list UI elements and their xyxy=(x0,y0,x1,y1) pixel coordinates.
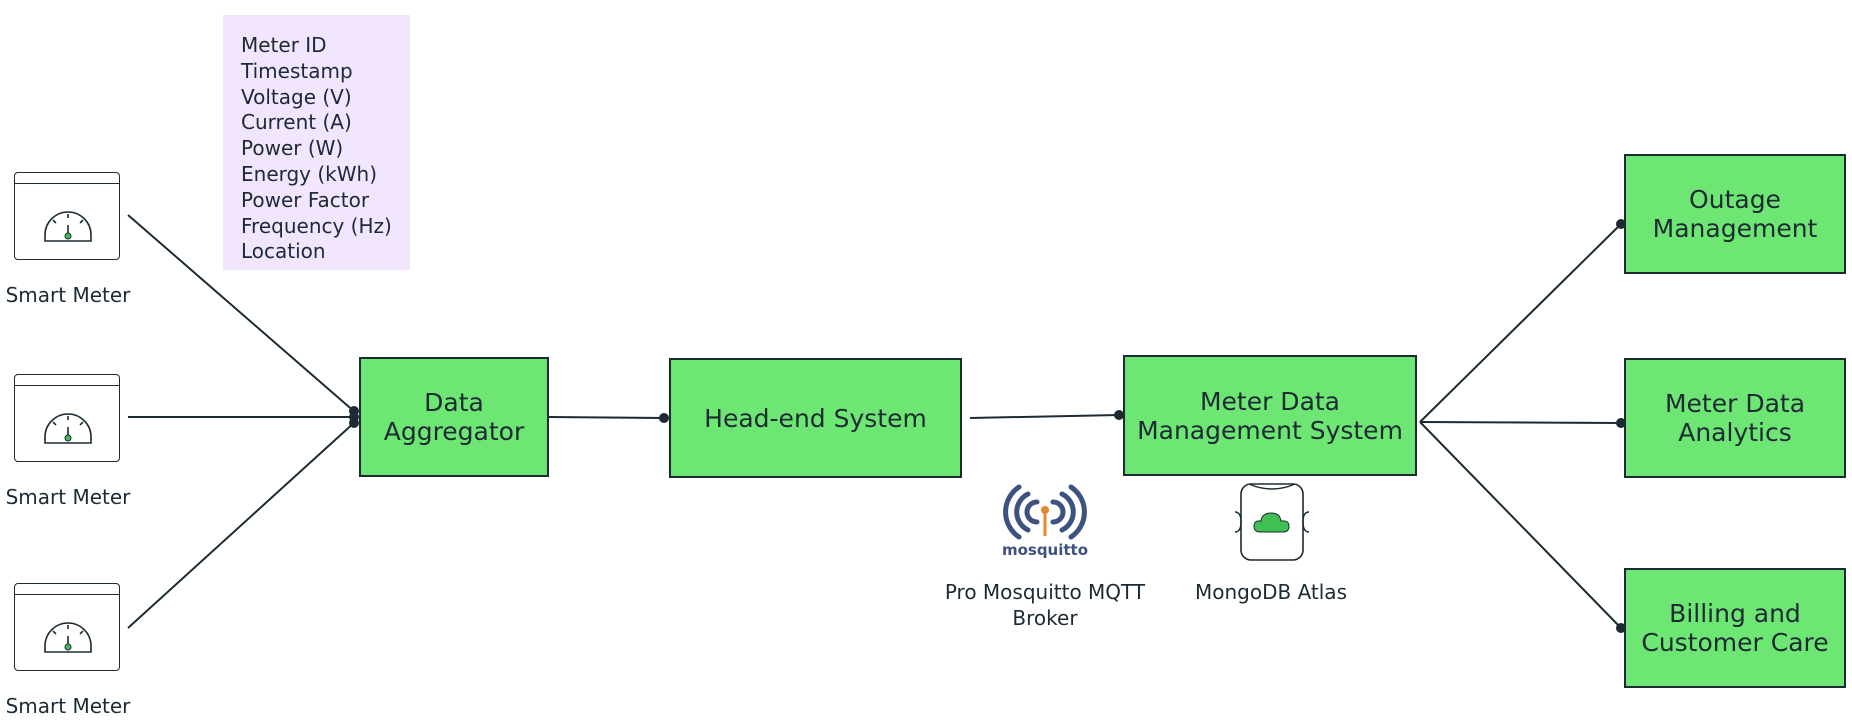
mosquitto-logo-text: mosquitto xyxy=(1001,541,1089,559)
cloud-database-icon xyxy=(1234,483,1310,561)
outage-management-node: Outage Management xyxy=(1624,154,1846,274)
field-item: Timestamp xyxy=(241,58,353,83)
mdms-node: Meter Data Management System xyxy=(1123,355,1417,476)
data-aggregator-node: Data Aggregator xyxy=(359,357,549,477)
field-item: Current (A) xyxy=(241,110,352,135)
meter-data-analytics-node: Meter Data Analytics xyxy=(1624,358,1846,478)
mosquitto-logo: mosquitto xyxy=(1000,484,1090,564)
edge-meter3-aggregator xyxy=(127,420,357,629)
smart-meter-label: Smart Meter xyxy=(5,485,131,509)
edge-headend-mdms xyxy=(969,414,1120,419)
smart-meter-icon xyxy=(14,172,120,260)
mongodb-atlas-logo xyxy=(1231,482,1311,562)
connector-dot xyxy=(1616,418,1626,428)
connector-dot xyxy=(659,413,669,423)
edge-mdms-analytics xyxy=(1419,421,1622,424)
field-item: Location xyxy=(241,239,326,264)
field-item: Voltage (V) xyxy=(241,84,352,109)
smart-meter-label: Smart Meter xyxy=(5,283,131,307)
connector-dot xyxy=(1114,410,1124,420)
mongodb-atlas-label: MongoDB Atlas xyxy=(1195,580,1347,604)
connector-dot xyxy=(349,418,359,428)
connector-dot xyxy=(1616,219,1626,229)
head-end-system-node: Head-end System xyxy=(669,358,962,478)
field-item: Power Factor xyxy=(241,187,370,212)
mqtt-broker-label: Pro Mosquitto MQTT Broker xyxy=(944,580,1146,630)
billing-customer-care-node: Billing and Customer Care xyxy=(1624,568,1846,688)
smart-meter-icon xyxy=(14,583,120,671)
mosquitto-icon xyxy=(1003,484,1087,540)
field-item: Power (W) xyxy=(241,136,344,161)
edge-aggregator-headend xyxy=(548,416,665,419)
field-item: Energy (kWh) xyxy=(241,161,378,186)
smart-meter-label: Smart Meter xyxy=(5,694,131,718)
edge-mdms-outage xyxy=(1419,223,1622,423)
meter-data-fields: Meter ID Timestamp Voltage (V) Current (… xyxy=(223,15,410,270)
field-item: Meter ID xyxy=(241,33,327,57)
field-item: Frequency (Hz) xyxy=(241,213,392,238)
edge-meter1-aggregator xyxy=(127,214,357,414)
connector-dot xyxy=(1616,623,1626,633)
edge-mdms-billing xyxy=(1419,421,1622,629)
smart-meter-icon xyxy=(14,374,120,462)
